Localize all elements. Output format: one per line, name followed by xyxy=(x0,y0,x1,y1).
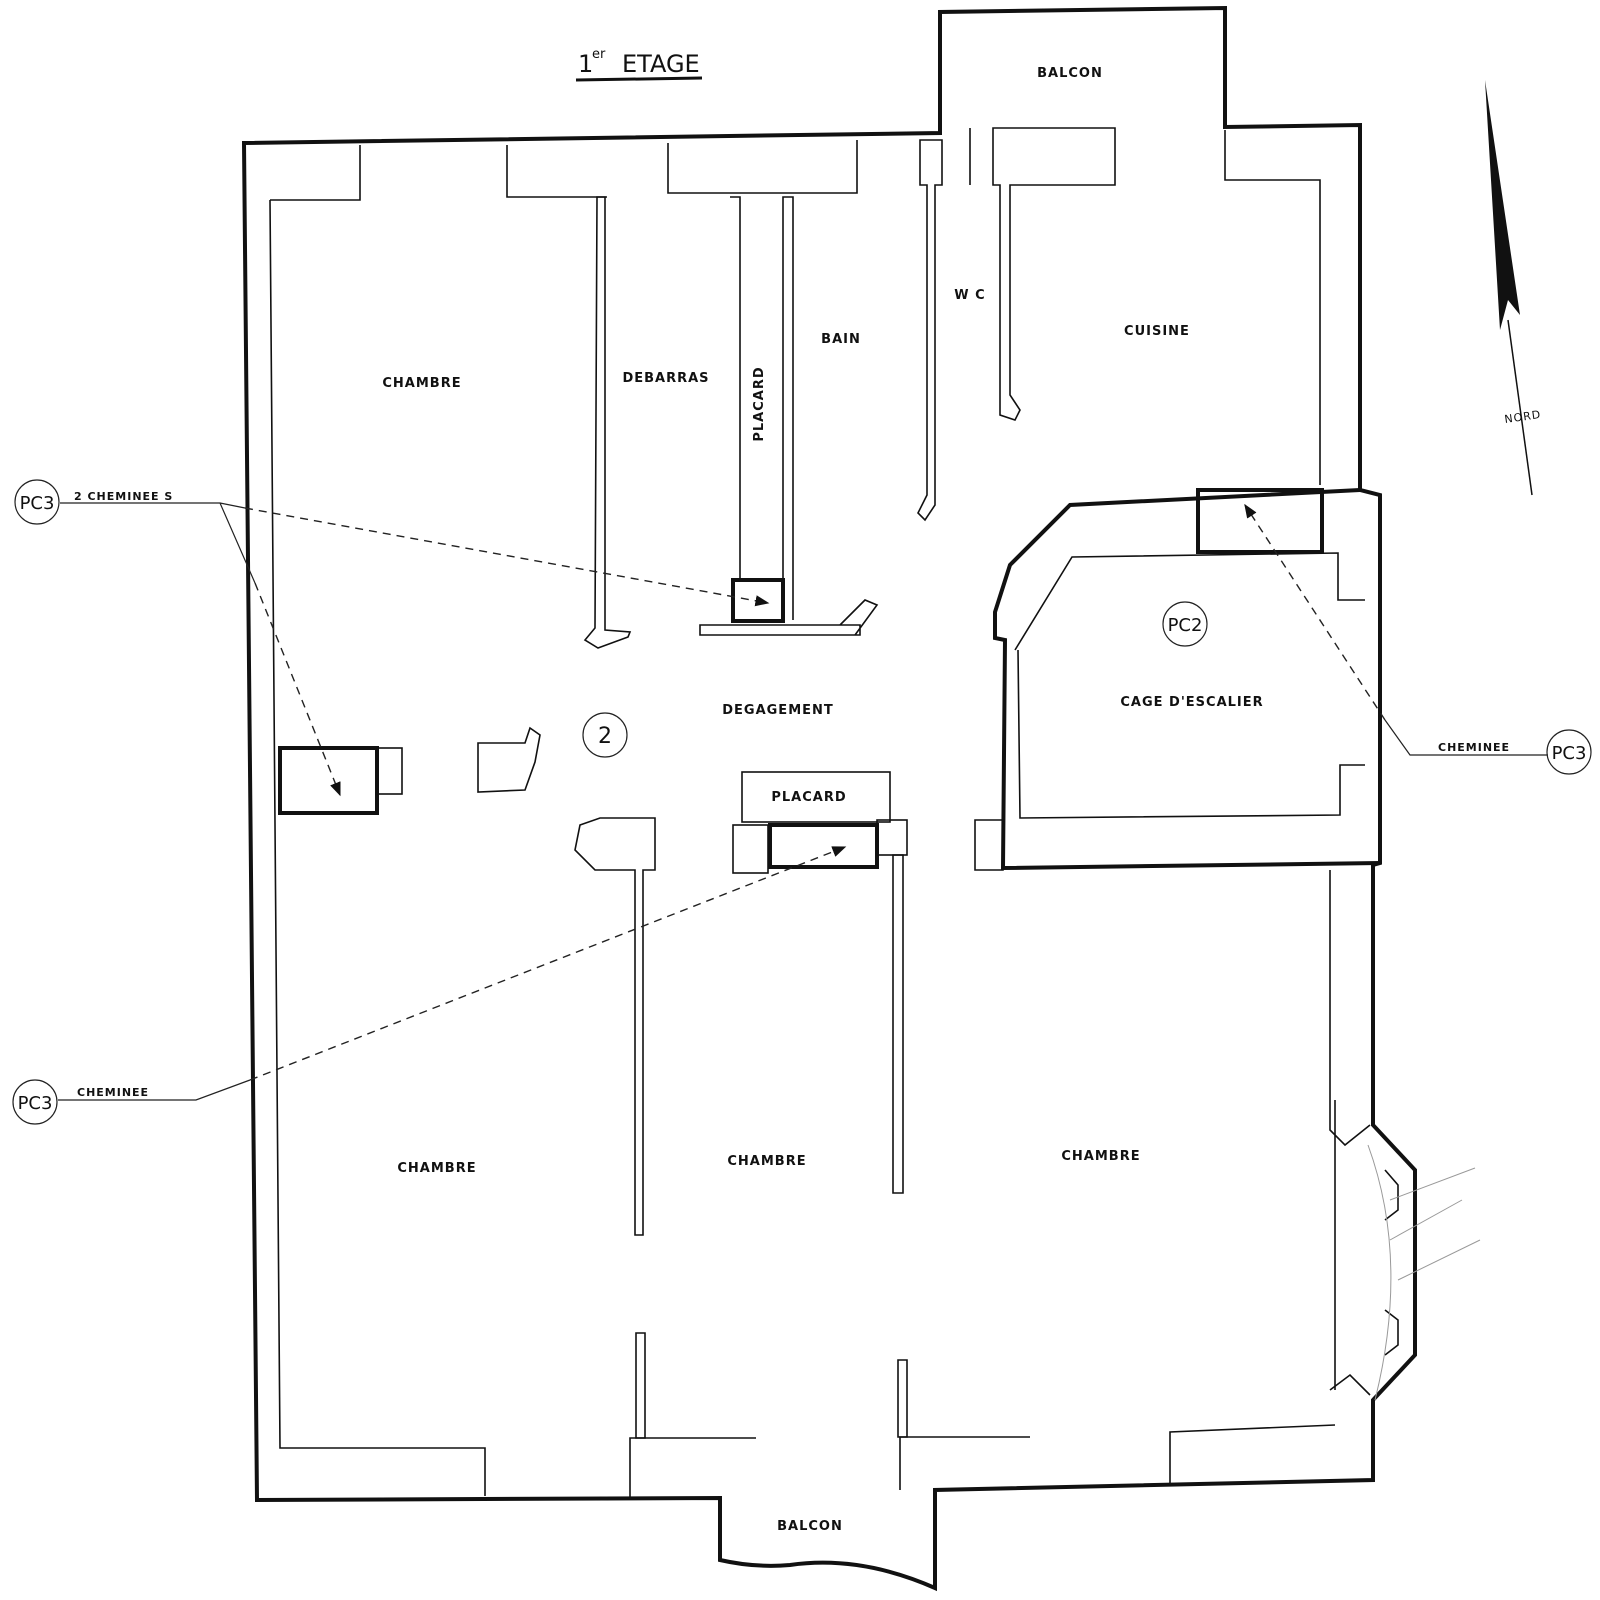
floor-number-marker: 2 xyxy=(582,712,628,758)
svg-text:PC3: PC3 xyxy=(18,1093,53,1114)
placard-center-box xyxy=(741,771,891,823)
room-debarras: DEBARRAS xyxy=(622,371,709,386)
room-chambre-sw: CHAMBRE xyxy=(397,1161,476,1176)
room-placard-center: PLACARD xyxy=(771,790,846,805)
room-degagement: DEGAGEMENT xyxy=(722,703,834,718)
room-balcon-top: BALCON xyxy=(1037,66,1103,81)
chimney-center xyxy=(768,823,879,869)
room-placard-vertical: PLACARD xyxy=(752,366,767,441)
partition-stub-south xyxy=(574,817,656,1236)
balcon-top-partition xyxy=(992,127,1116,421)
pc2-marker: PC2 xyxy=(1162,601,1208,647)
north-label: NORD xyxy=(1504,408,1542,426)
room-cuisine: CUISINE xyxy=(1124,324,1190,339)
chimney-placard xyxy=(731,578,785,623)
pc3-marker-top-left: PC3 2 CHEMINEE S xyxy=(14,479,173,525)
partition-stub xyxy=(477,726,541,793)
pc3-label-bottom-left: CHEMINEE xyxy=(77,1086,149,1099)
pc3-marker-bottom-left: PC3 CHEMINEE xyxy=(12,1079,149,1125)
wc-wall xyxy=(917,139,943,522)
room-chambre-se: CHAMBRE xyxy=(1061,1149,1140,1164)
room-cage-escalier: CAGE D'ESCALIER xyxy=(1120,695,1263,710)
room-wc: W C xyxy=(954,288,985,303)
pc3-marker-right: PC3 CHEMINEE xyxy=(1438,729,1592,775)
chimney-west xyxy=(278,746,379,815)
svg-text:PC2: PC2 xyxy=(1168,615,1203,636)
svg-text:PC3: PC3 xyxy=(1552,743,1587,764)
debarras-wall xyxy=(583,196,632,649)
svg-text:PC3: PC3 xyxy=(20,493,55,514)
room-chambre-nw: CHAMBRE xyxy=(382,376,461,391)
title-sup: er xyxy=(592,47,606,62)
room-bain: BAIN xyxy=(821,332,861,347)
room-balcon-bottom: BALCON xyxy=(777,1519,843,1534)
stair-cage-inner xyxy=(974,552,1365,871)
svg-text:2: 2 xyxy=(598,724,612,749)
pc3-label-right: CHEMINEE xyxy=(1438,741,1510,754)
title-main: ETAGE xyxy=(622,50,700,78)
placard-vertical xyxy=(699,196,879,636)
chimney-stair xyxy=(1196,488,1324,554)
title-prefix: 1 xyxy=(578,50,593,78)
north-arrow-icon: NORD xyxy=(1485,80,1542,496)
outer-wall xyxy=(241,5,1417,1592)
plan-title: 1 er ETAGE xyxy=(575,47,703,82)
room-chambre-s: CHAMBRE xyxy=(727,1154,806,1169)
pc3-label-top-left: 2 CHEMINEE S xyxy=(74,490,173,503)
